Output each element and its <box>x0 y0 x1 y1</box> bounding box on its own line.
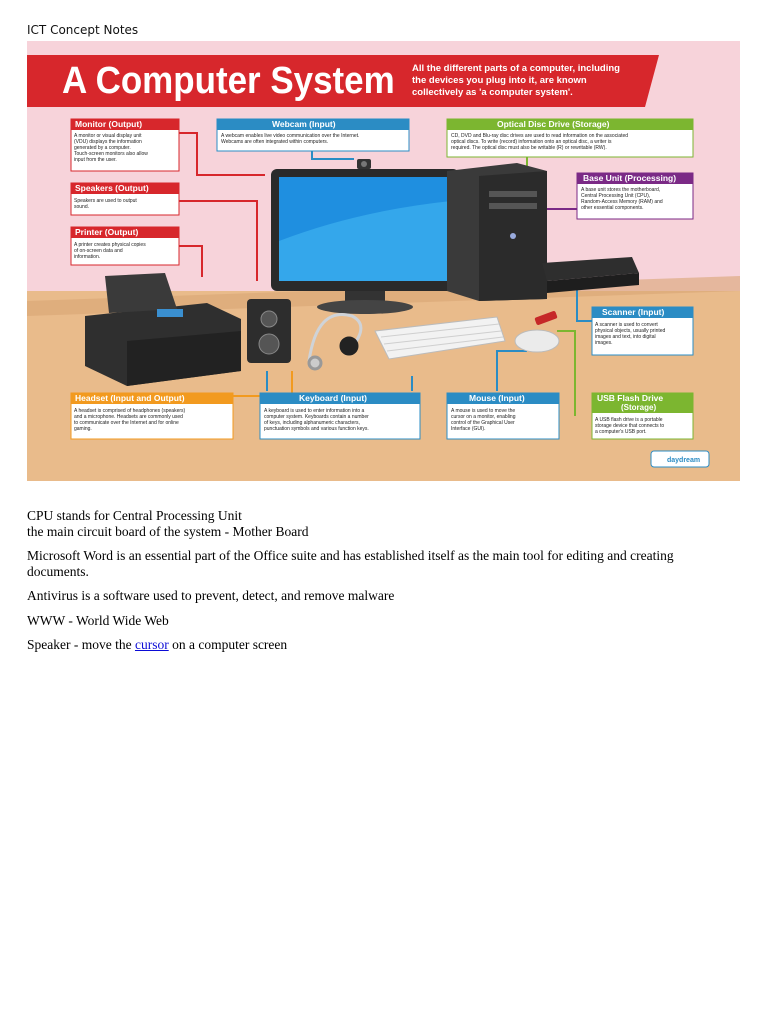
cpu-note: CPU stands for Central Processing Unit t… <box>27 508 727 539</box>
title-banner <box>27 55 659 107</box>
notes-section: CPU stands for Central Processing Unit t… <box>27 508 727 662</box>
svg-text:Speakers (Output): Speakers (Output) <box>75 183 149 193</box>
svg-text:A webcam enables live video co: A webcam enables live video communicatio… <box>221 133 361 145</box>
svg-text:Scanner (Input): Scanner (Input) <box>602 307 665 317</box>
computer-system-poster: A Computer System All the different part… <box>27 41 740 481</box>
keyboard-illustration <box>374 316 506 360</box>
poster-title: A Computer System <box>62 59 395 102</box>
cpu-line-2: the main circuit board of the system - M… <box>27 523 309 539</box>
svg-text:Optical Disc Drive (Storage): Optical Disc Drive (Storage) <box>497 119 610 129</box>
speakers-info-box: Speakers (Output) Speakers are used to o… <box>70 182 180 216</box>
svg-text:Monitor (Output): Monitor (Output) <box>75 119 142 129</box>
usb-drive-illustration <box>534 311 558 325</box>
scanner-info-box: Scanner (Input) A scanner is used to con… <box>591 306 694 356</box>
document-header: ICT Concept Notes <box>27 23 139 37</box>
svg-text:A headset is comprised of head: A headset is comprised of headphones (sp… <box>74 408 187 432</box>
svg-text:A monitor or visual display un: A monitor or visual display unit (VDU) d… <box>74 133 149 163</box>
svg-text:A keyboard is used to enter in: A keyboard is used to enter information … <box>264 408 370 432</box>
svg-text:A mouse is used to move the: A mouse is used to move the cursor on a … <box>451 408 517 432</box>
svg-text:daydream: daydream <box>667 457 700 464</box>
base-unit-illustration <box>447 163 547 301</box>
svg-text:Printer (Output): Printer (Output) <box>75 227 138 237</box>
monitor-illustration <box>271 169 459 314</box>
base-unit-info-box: Base Unit (Processing) A base unit store… <box>576 172 694 220</box>
printer-info-box: Printer (Output) A printer creates physi… <box>70 226 180 266</box>
speaker-note: Speaker - move the cursor on a computer … <box>27 637 727 653</box>
webcam-illustration <box>357 159 371 169</box>
svg-text:Base Unit (Processing): Base Unit (Processing) <box>583 173 676 183</box>
scanner-illustration <box>542 257 639 293</box>
antivirus-note: Antivirus is a software used to prevent,… <box>27 588 395 603</box>
monitor-info-box: Monitor (Output) A monitor or visual dis… <box>70 118 180 172</box>
speaker-note-suffix: on a computer screen <box>168 637 288 652</box>
mouse-info-box: Mouse (Input) A mouse is used to move th… <box>446 392 560 440</box>
svg-text:Webcam (Input): Webcam (Input) <box>272 119 336 129</box>
svg-text:A scanner is used to convert: A scanner is used to convert physical ob… <box>595 322 667 346</box>
svg-text:All the different parts of a c: All the different parts of a computer, i… <box>412 63 623 98</box>
svg-text:CD, DVD and Blu-ray disc drive: CD, DVD and Blu-ray disc drives are used… <box>451 133 629 151</box>
speaker-illustration <box>247 299 291 363</box>
usb-info-box: USB Flash Drive (Storage) A USB flash dr… <box>591 392 694 440</box>
speaker-note-prefix: Speaker - move the <box>27 637 135 652</box>
keyboard-info-box: Keyboard (Input) A keyboard is used to e… <box>259 392 421 440</box>
svg-text:Headset (Input and Output): Headset (Input and Output) <box>75 393 185 403</box>
svg-text:Speakers are used to output: Speakers are used to output sound. <box>74 198 138 210</box>
webcam-info-box: Webcam (Input) A webcam enables live vid… <box>216 118 410 152</box>
word-note: Microsoft Word is an essential part of t… <box>27 548 674 579</box>
svg-text:Keyboard (Input): Keyboard (Input) <box>299 393 367 403</box>
headset-illustration <box>307 313 363 371</box>
cursor-link[interactable]: cursor <box>134 637 169 652</box>
daydream-logo: daydream <box>650 450 710 468</box>
cpu-line-1: CPU stands for Central Processing Unit <box>27 508 242 523</box>
printer-illustration <box>85 273 241 386</box>
svg-text:USB Flash Drive: USB Flash Drive <box>597 393 663 403</box>
svg-text:Mouse (Input): Mouse (Input) <box>469 393 525 403</box>
intro-line-1: All the different parts of a computer, i… <box>412 63 620 74</box>
svg-text:A base unit stores the motherb: A base unit stores the motherboard, Cent… <box>581 187 664 211</box>
svg-text:A USB flash drive is a portabl: A USB flash drive is a portable storage … <box>595 417 666 435</box>
optical-disc-info-box: Optical Disc Drive (Storage) CD, DVD and… <box>446 118 694 158</box>
intro-line-2: the devices you plug into it, are known <box>412 75 587 86</box>
intro-line-3: collectively as 'a computer system'. <box>412 87 573 98</box>
www-note: WWW - World Wide Web <box>27 612 169 628</box>
svg-text:A printer creates physical cop: A printer creates physical copies of on-… <box>74 242 147 260</box>
headset-info-box: Headset (Input and Output) A headset is … <box>70 392 234 440</box>
mouse-illustration <box>514 329 560 353</box>
svg-text:(Storage): (Storage) <box>621 403 656 412</box>
